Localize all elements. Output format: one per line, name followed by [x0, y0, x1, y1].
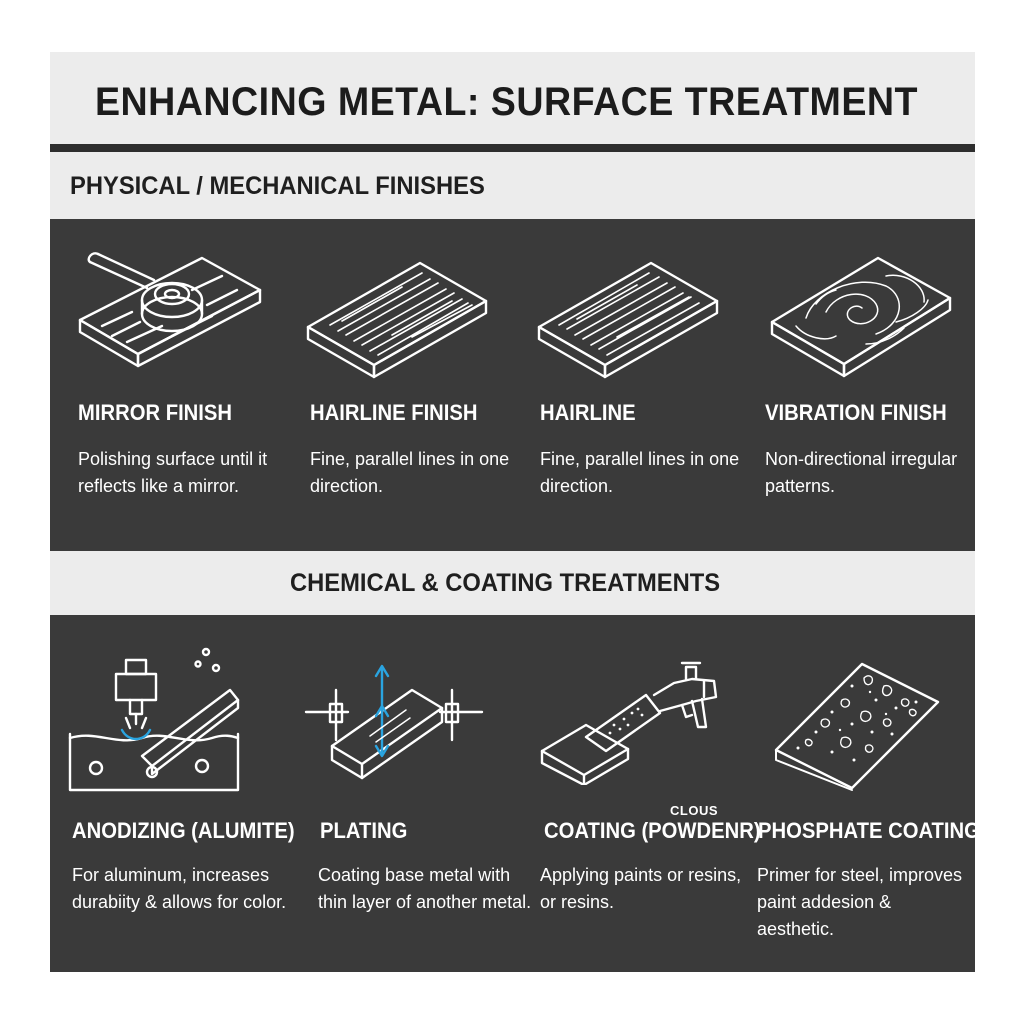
item-title-phosphate: PHOSPHATE COATING [758, 818, 980, 843]
item-desc-vibration-finish: Non-directional irregular patterns. [765, 449, 958, 496]
panel-physical [50, 219, 975, 551]
section-title-chemical: CHEMICAL & COATING TREATMENTS [290, 569, 721, 597]
section-bar-chemical [50, 551, 975, 615]
item-title-hairline: HAIRLINE [540, 400, 636, 425]
item-desc-phosphate: Primer for steel, improves paint addesio… [757, 865, 963, 939]
polisher-icon [72, 250, 267, 380]
section-title-physical: PHYSICAL / MECHANICAL FINISHES [70, 172, 485, 200]
swirl-plate-icon [766, 252, 956, 382]
section-bar-physical [50, 152, 975, 219]
item-title-hairline-finish: HAIRLINE FINISH [310, 400, 478, 425]
item-desc-hairline-finish: Fine, parallel lines in one direction. [310, 449, 510, 496]
hairline-plate-icon [302, 255, 492, 383]
panel-chemical [50, 615, 975, 972]
item-desc-plating: Coating base metal with thin layer of an… [318, 865, 532, 912]
item-title-vibration-finish: VIBRATION FINISH [765, 400, 947, 425]
item-desc-mirror-finish: Polishing surface until it reflects like… [78, 449, 268, 496]
item-desc-coating: Applying paints or resins, or resins. [540, 865, 742, 912]
item-title-coating: COATING (POWDENR) [544, 818, 761, 843]
item-title-anodizing: ANODIZING (ALUMITE) [72, 818, 295, 843]
item-title-mirror-finish: MIRROR FINISH [78, 400, 233, 425]
page-title: ENHANCING METAL: SURFACE TREATMENT [95, 80, 918, 124]
item-title-plating: PLATING [320, 818, 408, 843]
item-desc-anodizing: For aluminum, increases durabiity & allo… [72, 865, 287, 912]
title-divider [50, 144, 975, 152]
coating-superscript-label: CLOUS [670, 803, 718, 818]
title-bar [50, 52, 975, 144]
item-desc-hairline: Fine, parallel lines in one direction. [540, 449, 740, 496]
hairline-plate-icon [533, 255, 723, 383]
speckled-plate-icon [772, 656, 942, 791]
plating-icon [302, 660, 487, 785]
anodizing-bath-icon [66, 638, 244, 798]
spray-gun-icon [536, 655, 726, 785]
